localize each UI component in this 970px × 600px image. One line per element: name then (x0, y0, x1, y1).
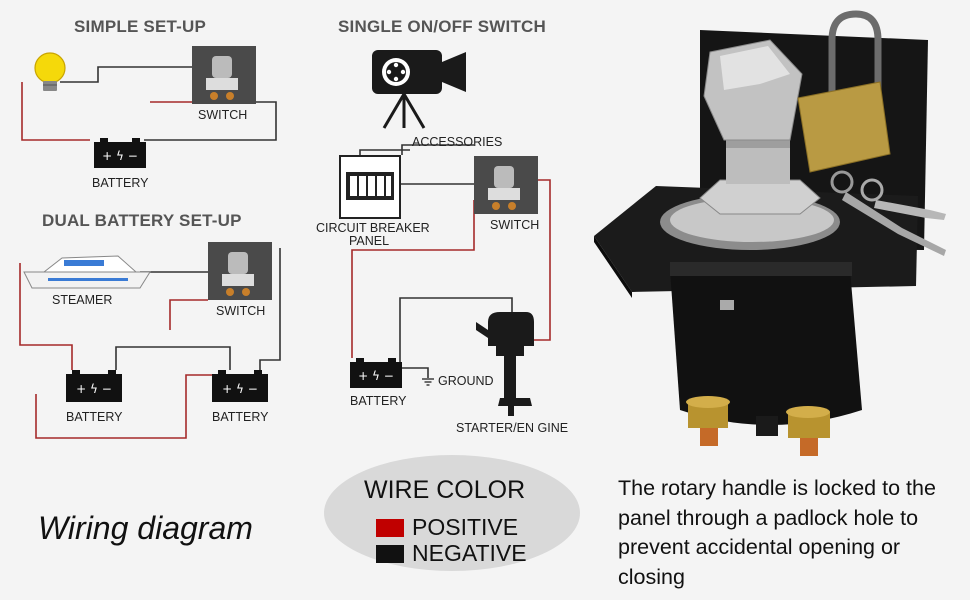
svg-text:+ ϟ −: + ϟ − (358, 369, 394, 383)
dual-setup-wires (19, 248, 281, 439)
simple-setup-wires (21, 66, 277, 141)
negative-label: NEGATIVE (412, 540, 527, 566)
circuit-breaker-label-line1: CIRCUIT BREAKER (316, 221, 430, 235)
product-caption: The rotary handle is locked to the panel… (618, 476, 936, 589)
padlock-icon (797, 10, 891, 173)
positive-label: POSITIVE (412, 514, 519, 540)
single-switch-icon (474, 156, 538, 214)
camera-icon (372, 50, 466, 129)
terminal-left (686, 396, 730, 446)
single-switch-label: SWITCH (490, 218, 540, 232)
single-switch-wires (351, 144, 551, 378)
light-bulb-icon (34, 52, 66, 91)
dual-battery-2-label: BATTERY (212, 410, 269, 424)
circuit-breaker-panel-icon (339, 155, 401, 219)
wire-color-legend-bg (324, 455, 580, 571)
svg-text:+ ϟ −: + ϟ − (102, 149, 138, 163)
circuit-breaker-label-line2: PANEL (349, 234, 390, 248)
dual-battery-1-icon: + ϟ − (66, 370, 122, 402)
simple-setup-title: SIMPLE SET-UP (74, 17, 207, 36)
simple-battery-icon: + ϟ − (94, 138, 146, 168)
wire-color-title: WIRE COLOR (364, 476, 526, 504)
terminal-right (786, 406, 830, 456)
svg-text:+ ϟ −: + ϟ − (222, 382, 258, 396)
dual-switch-icon (208, 242, 272, 300)
positive-swatch (376, 518, 404, 537)
outboard-engine-icon (476, 312, 534, 416)
starter-engine-label: STARTER/EN GINE (456, 421, 569, 435)
dual-battery-2-icon: + ϟ − (212, 370, 268, 402)
simple-battery-label: BATTERY (92, 176, 149, 190)
single-battery-icon: + ϟ − (350, 358, 402, 388)
keys-icon (830, 170, 946, 256)
simple-switch-label: SWITCH (198, 108, 248, 122)
negative-swatch (376, 544, 404, 563)
wiring-diagram-title: Wiring diagram (38, 510, 253, 546)
ground-icon (422, 378, 434, 386)
steamer-icon (23, 255, 151, 289)
single-battery-label: BATTERY (350, 394, 407, 408)
dual-battery-1-label: BATTERY (66, 410, 123, 424)
ground-label: GROUND (438, 374, 494, 388)
simple-switch-icon (192, 46, 256, 104)
svg-text:+ ϟ −: + ϟ − (76, 382, 112, 396)
legend-negative-row: NEGATIVE (376, 540, 527, 567)
legend-positive-row: POSITIVE (376, 514, 518, 541)
single-switch-title: SINGLE ON/OFF SWITCH (338, 17, 546, 36)
steamer-label: STEAMER (52, 293, 113, 307)
accessories-label: ACCESSORIES (412, 135, 503, 149)
dual-switch-label: SWITCH (216, 304, 266, 318)
battery-switch-product-photo (594, 10, 946, 456)
dual-setup-title: DUAL BATTERY SET-UP (42, 211, 242, 230)
